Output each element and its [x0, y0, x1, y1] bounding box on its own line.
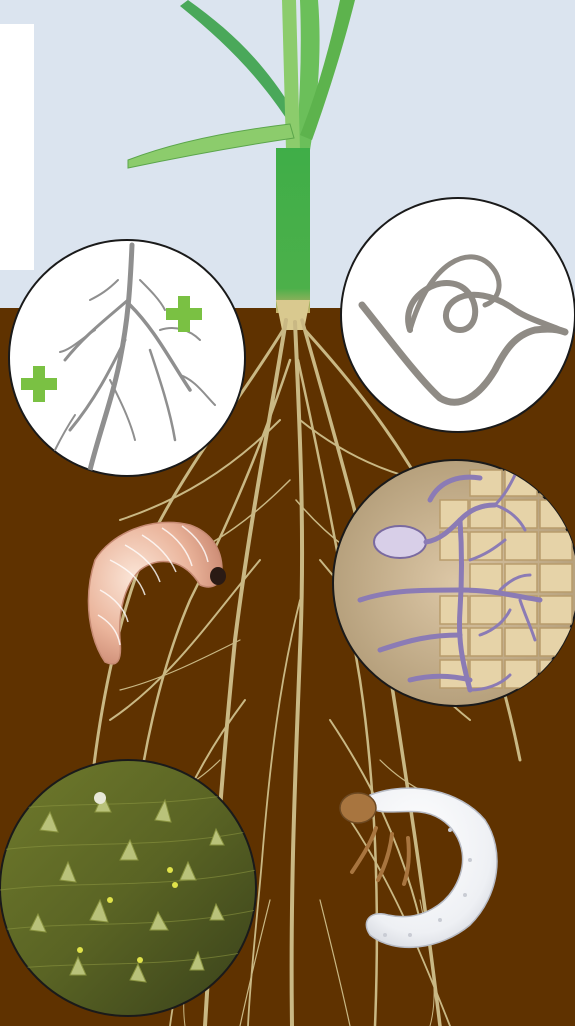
- healthy-root-circle: [9, 240, 245, 476]
- nematode-circle: [341, 198, 575, 432]
- stem: [276, 148, 310, 313]
- blank-white-panel: [0, 24, 34, 270]
- root-surface-closeup-circle: [0, 760, 256, 1016]
- fungal-hyphae-circle: [333, 460, 575, 706]
